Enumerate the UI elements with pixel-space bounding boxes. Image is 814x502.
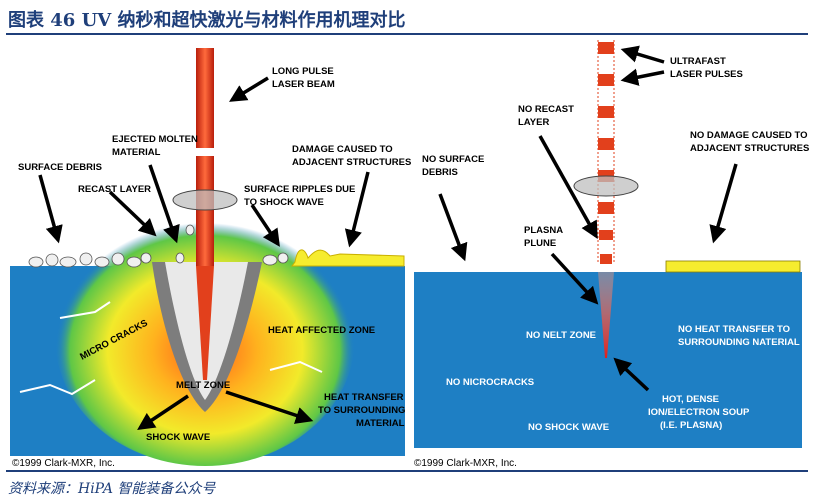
label-no-recast-2: LAYER [518,117,549,128]
arrow-ejected [148,164,180,244]
label-ultrafast-2: LASER PULSES [670,69,743,80]
long-pulse-beam-tip [196,266,214,380]
label-plasma-1: PLASNA [524,225,563,236]
label-no-debris-2: DEBRIS [422,167,458,178]
arrow-ultrafast-1 [620,45,665,64]
label-no-recast-1: NO RECAST [518,104,574,115]
long-pulse-beam-top [196,48,214,148]
label-shock-wave: SHOCK WAVE [146,432,210,443]
figure-source: 资料来源：HiPA 智能装备公众号 [8,481,216,497]
arrow-long-pulse [229,76,269,102]
label-no-heat-1: NO HEAT TRANSFER TO [678,324,790,335]
arrow-surface-debris [38,174,63,244]
label-ripples-2: TO SHOCK WAVE [244,197,324,208]
arrow-shock [137,394,189,430]
label-ejected-2: MATERIAL [112,147,161,158]
label-long-pulse-2: LASER BEAM [272,79,335,90]
micro-crack-1 [59,301,111,319]
figure-title: 图表 46 UV 纳秒和超快激光与材料作用机理对比 [8,10,406,31]
arrow-no-recast [538,135,598,240]
arrow-no-damage [709,163,738,244]
plasma-plume-shape [598,272,614,358]
arrow-heat-transfer [225,390,314,424]
label-ultrafast-1: ULTRAFAST [670,56,726,67]
arrow-no-debris [438,193,468,262]
arrow-damage [344,171,370,248]
adjacent-damage-shape [291,249,405,267]
header-rule [6,33,808,35]
label-long-pulse-1: LONG PULSE [272,66,334,77]
micro-crack-3 [269,360,323,373]
figure-header: 图表 46 UV 纳秒和超快激光与材料作用机理对比 [0,0,814,34]
label-hot-3: (I.E. PLASNA) [660,420,722,431]
left-panel: LONG PULSE LASER BEAM EJECTED MOLTEN MAT… [10,48,411,469]
label-no-damage-2: ADJACENT STRUCTURES [690,143,809,154]
label-melt-zone: MELT ZONE [176,380,230,391]
label-surface-debris: SURFACE DEBRIS [18,162,102,173]
label-recast-layer: RECAST LAYER [78,184,151,195]
focus-lens-left [172,189,238,211]
arrow-ripples [250,204,280,247]
long-pulse-beam-mid [196,156,214,266]
focus-lens-right [573,175,639,197]
arrow-plasma [550,252,599,305]
arrow-ultrafast-2 [620,68,665,86]
label-no-heat-2: SURROUNDING NATERIAL [678,337,800,348]
micro-crack-2 [19,379,96,396]
label-hot-1: HOT, DENSE [662,394,719,405]
left-copyright: ©1999 Clark-MXR, Inc. [12,458,115,469]
label-heat-transfer-3: MATERIAL [356,418,405,429]
label-damage-1: DAMAGE CAUSED TO [292,144,393,155]
label-ejected-1: EJECTED MOLTEN [112,134,198,145]
label-ripples-1: SURFACE RIPPLES DUE [244,184,355,195]
label-plasma-2: PLUNE [524,238,556,249]
label-heat-affected: HEAT AFFECTED ZONE [268,325,375,336]
label-no-damage-1: NO DAMAGE CAUSED TO [690,130,808,141]
footer-rule [6,470,808,472]
label-damage-2: ADJACENT STRUCTURES [292,157,411,168]
arrow-recast [108,190,157,237]
label-heat-transfer-2: TO SURROUNDING [318,405,405,416]
ultrafast-pulse-train [597,40,615,264]
label-no-melt: NO NELT ZONE [526,330,596,341]
adjacent-structure-intact [665,260,801,273]
label-no-shock: NO SHOCK WAVE [528,422,609,433]
label-heat-transfer-1: HEAT TRANSFER [324,392,404,403]
label-hot-2: ION/ELECTRON SOUP [648,407,750,418]
label-no-debris-1: NO SURFACE [422,154,484,165]
surface-debris-shapes [28,224,289,268]
arrow-hot-dense [613,357,650,392]
right-panel: ULTRAFAST LASER PULSES NO RECAST LAYER N… [414,40,809,469]
right-copyright: ©1999 Clark-MXR, Inc. [414,458,517,469]
label-no-microcracks: NO NICROCRACKS [446,377,534,388]
